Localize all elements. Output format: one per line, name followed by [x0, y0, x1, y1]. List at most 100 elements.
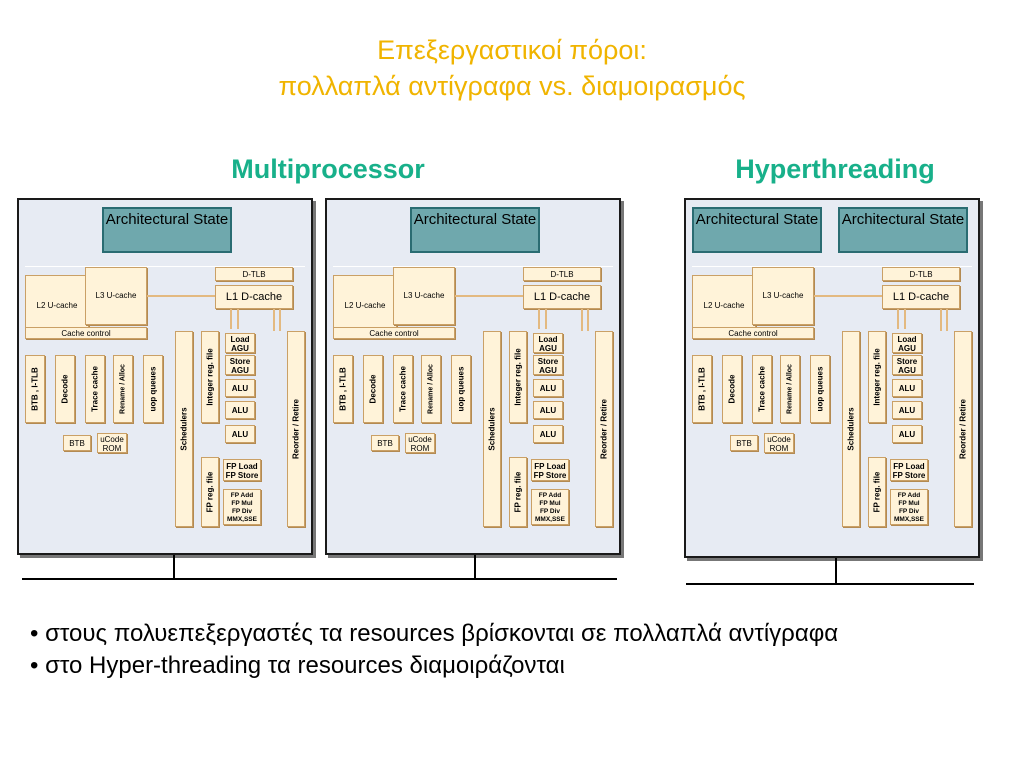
slide-title-line-2: πολλαπλά αντίγραφα vs. διαμοιρασμός [278, 71, 746, 101]
cpu-panel-hyperthreading: Architectural State Architectural State … [684, 198, 980, 558]
integer-reg-file: Integer reg. file [509, 331, 527, 423]
processor-core: L2 U-cache L3 U-cache Cache control D-TL… [692, 266, 972, 549]
schedulers: Schedulers [175, 331, 193, 527]
reorder-retire: Reorder / Retire [287, 331, 305, 527]
btb-itlb: BTB , I-TLB [333, 355, 353, 423]
l2-ucache: L2 U-cache [333, 275, 397, 337]
btb: BTB [730, 435, 758, 451]
architectural-state: Architectural State [410, 207, 540, 253]
connector [538, 309, 540, 329]
fp-reg-file: FP reg. file [201, 457, 219, 527]
l3-ucache: L3 U-cache [393, 267, 455, 325]
connector [455, 295, 523, 297]
reorder-retire: Reorder / Retire [595, 331, 613, 527]
cache-control: Cache control [25, 327, 147, 339]
rename-alloc: Rename / Alloc [113, 355, 133, 423]
connector [273, 309, 275, 331]
l3-ucache: L3 U-cache [85, 267, 147, 325]
fp-reg-file: FP reg. file [868, 457, 886, 527]
l1-dcache: L1 D-cache [215, 285, 293, 309]
uop-queues: uop queues [451, 355, 471, 423]
reorder-retire: Reorder / Retire [954, 331, 972, 527]
bullet-list: • στους πολυεπεξεργαστές τα resources βρ… [30, 618, 990, 682]
slide-title-line-1: Επεξεργαστικοί πόροι: [377, 35, 647, 65]
alu: ALU [892, 401, 922, 419]
system-bus [686, 583, 974, 585]
bullet-item: • στους πολυεπεξεργαστές τα resources βρ… [30, 620, 839, 647]
uop-queues: uop queues [143, 355, 163, 423]
decode: Decode [722, 355, 742, 423]
bullet-item: • στο Hyper-threading τα resources διαμο… [30, 652, 565, 679]
schedulers: Schedulers [483, 331, 501, 527]
alu: ALU [533, 425, 563, 443]
connector [237, 309, 239, 329]
alu: ALU [892, 425, 922, 443]
l3-ucache: L3 U-cache [752, 267, 814, 325]
uop-queues: uop queues [810, 355, 830, 423]
l2-ucache: L2 U-cache [692, 275, 756, 337]
architectural-state: Architectural State [102, 207, 232, 253]
l2-ucache: L2 U-cache [25, 275, 89, 337]
connector [581, 309, 583, 331]
trace-cache: Trace cache [85, 355, 105, 423]
trace-cache: Trace cache [752, 355, 772, 423]
alu: ALU [225, 379, 255, 397]
processor-core: L2 U-cache L3 U-cache Cache control D-TL… [25, 266, 305, 549]
decode: Decode [55, 355, 75, 423]
d-tlb: D-TLB [523, 267, 601, 281]
cache-control: Cache control [333, 327, 455, 339]
architectural-state: Architectural State [838, 207, 968, 253]
d-tlb: D-TLB [882, 267, 960, 281]
rename-alloc: Rename / Alloc [421, 355, 441, 423]
btb: BTB [371, 435, 399, 451]
connector [147, 295, 215, 297]
connector [230, 309, 232, 329]
l1-dcache: L1 D-cache [523, 285, 601, 309]
heading-multiprocessor: Multiprocessor [231, 154, 425, 184]
l1-dcache: L1 D-cache [882, 285, 960, 309]
integer-reg-file: Integer reg. file [201, 331, 219, 423]
connector [279, 309, 281, 331]
cpu-panel-1: Architectural State L2 U-cache L3 U-cach… [17, 198, 313, 555]
d-tlb: D-TLB [215, 267, 293, 281]
decode: Decode [363, 355, 383, 423]
connector [940, 309, 942, 331]
heading-hyperthreading: Hyperthreading [735, 154, 935, 184]
processor-core: L2 U-cache L3 U-cache Cache control D-TL… [333, 266, 613, 549]
bus-connector [173, 555, 175, 579]
alu: ALU [533, 379, 563, 397]
trace-cache: Trace cache [393, 355, 413, 423]
connector [814, 295, 882, 297]
rename-alloc: Rename / Alloc [780, 355, 800, 423]
bus-connector [474, 555, 476, 579]
connector [946, 309, 948, 331]
schedulers: Schedulers [842, 331, 860, 527]
cache-control: Cache control [692, 327, 814, 339]
architectural-state: Architectural State [692, 207, 822, 253]
integer-reg-file: Integer reg. file [868, 331, 886, 423]
alu: ALU [892, 379, 922, 397]
connector [897, 309, 899, 329]
alu: ALU [533, 401, 563, 419]
cpu-panel-2: Architectural State L2 U-cache L3 U-cach… [325, 198, 621, 555]
connector [587, 309, 589, 331]
bus-connector [835, 558, 837, 584]
fp-reg-file: FP reg. file [509, 457, 527, 527]
alu: ALU [225, 401, 255, 419]
btb-itlb: BTB , I-TLB [25, 355, 45, 423]
